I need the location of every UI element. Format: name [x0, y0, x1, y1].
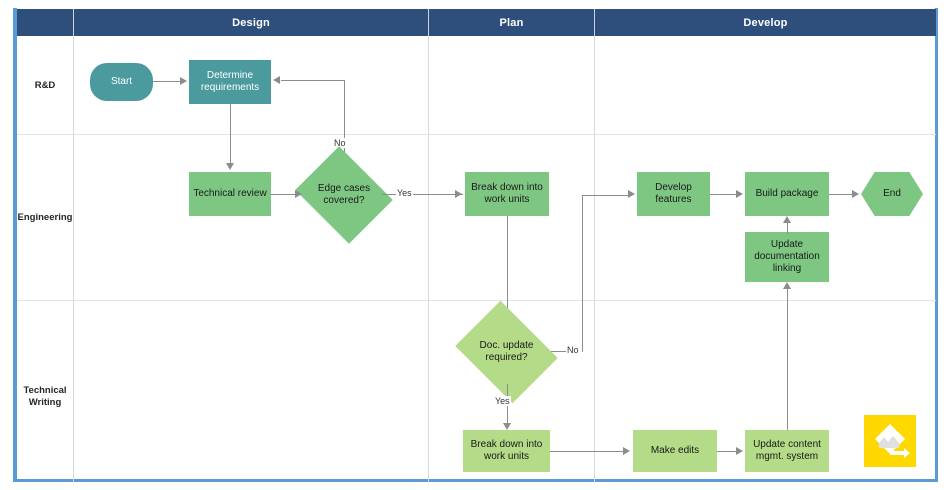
smartdraw-logo-icon — [875, 424, 910, 458]
connector-no-horizontal — [281, 80, 345, 82]
lane-divider-vertical-1 — [73, 36, 74, 482]
lane-divider-vertical-3 — [594, 36, 595, 482]
edge-label-doc-update-no: No — [566, 345, 580, 355]
lane-divider-horizontal-1 — [17, 134, 936, 135]
connector-no-vertical — [344, 80, 346, 161]
header-divider-1 — [73, 9, 74, 36]
lane-label-technical-writing: Technical Writing — [23, 385, 67, 408]
arrowhead-yes-to-breakdown — [455, 190, 462, 198]
arrowhead-determine-to-review — [226, 163, 234, 170]
column-header-plan: Plan — [499, 16, 524, 29]
doc-update-label: Doc. update required? — [466, 320, 547, 384]
node-break-down-tw[interactable]: Break down into work units — [463, 430, 550, 472]
lane-label-engineering: Engineering — [17, 212, 73, 223]
connector-docno-h2 — [582, 195, 629, 197]
node-make-edits[interactable]: Make edits — [633, 430, 717, 472]
connector-develop-to-build — [710, 194, 737, 196]
node-determine-requirements[interactable]: Determine requirements — [189, 60, 271, 104]
arrowhead-docno-to-develop — [628, 190, 635, 198]
diagram-frame — [13, 8, 938, 482]
connector-docno-vertical — [582, 195, 584, 352]
lane-label-rnd: R&D — [34, 80, 56, 91]
edge-label-doc-update-yes: Yes — [494, 396, 511, 406]
connector-start-to-determine — [153, 81, 181, 83]
node-develop-features[interactable]: Develop features — [637, 172, 710, 216]
edge-label-edge-cases-no: No — [333, 138, 347, 148]
node-update-cms[interactable]: Update content mgmt. system — [745, 430, 829, 472]
arrowhead-no-to-determine — [273, 76, 280, 84]
arrowhead-review-to-edge — [295, 190, 302, 198]
lane-divider-vertical-2 — [428, 36, 429, 482]
node-update-documentation[interactable]: Update documentation linking — [745, 232, 829, 282]
node-start[interactable]: Start — [90, 63, 153, 101]
swimlane-header-band — [17, 9, 936, 36]
arrowhead-develop-to-build — [736, 190, 743, 198]
connector-yes-to-breakdown — [382, 194, 463, 196]
connector-review-to-edge — [271, 194, 296, 196]
connector-determine-to-review — [230, 104, 232, 164]
edge-cases-text: Edge cases covered? — [317, 183, 371, 206]
connector-updatedoc-to-build — [787, 222, 789, 234]
arrowhead-cms-to-updatedoc — [783, 282, 791, 289]
header-divider-2 — [428, 9, 429, 36]
edge-label-edge-cases-yes: Yes — [396, 188, 413, 198]
arrowhead-start-to-determine — [180, 77, 187, 85]
arrowhead-breakdowntw-to-makeedits — [623, 447, 630, 455]
connector-docno-h1 — [546, 351, 566, 353]
connector-breakdown-to-docupdate — [507, 216, 509, 320]
connector-cms-to-updatedoc — [787, 288, 789, 430]
node-doc-update-required[interactable]: Doc. update required? — [455, 300, 558, 404]
header-divider-3 — [594, 9, 595, 36]
connector-makeedits-to-cms — [717, 451, 737, 453]
arrowhead-docyes-to-breakdown — [503, 423, 511, 430]
doc-update-text: Doc. update required? — [479, 340, 534, 363]
smartdraw-logo-watermark — [864, 415, 916, 467]
node-build-package[interactable]: Build package — [745, 172, 829, 216]
connector-breakdowntw-to-makeedits — [550, 451, 624, 453]
arrowhead-makeedits-to-cms — [736, 447, 743, 455]
node-edge-cases-covered[interactable]: Edge cases covered? — [295, 146, 393, 244]
connector-build-to-end — [829, 194, 853, 196]
lane-divider-horizontal-2 — [17, 300, 936, 301]
node-end[interactable]: End — [861, 172, 923, 216]
column-header-develop: Develop — [743, 16, 788, 29]
column-header-design: Design — [232, 16, 270, 29]
arrowhead-build-to-end — [852, 190, 859, 198]
node-technical-review[interactable]: Technical review — [189, 172, 271, 216]
arrowhead-updatedoc-to-build — [783, 216, 791, 223]
node-break-down-plan[interactable]: Break down into work units — [465, 172, 549, 216]
edge-cases-label: Edge cases covered? — [306, 164, 382, 226]
